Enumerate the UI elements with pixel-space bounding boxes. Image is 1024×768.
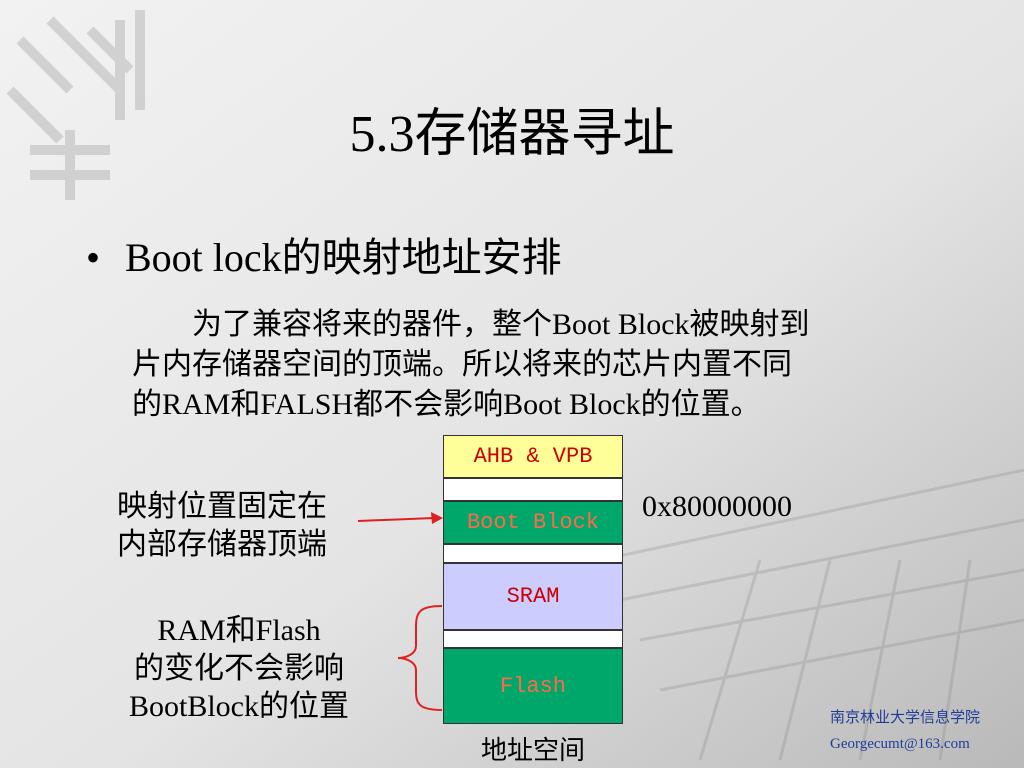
- paragraph-line: 片内存储器空间的顶端。所以将来的芯片内置不同: [132, 348, 792, 381]
- block-label: SRAM: [506, 584, 560, 609]
- note-line: RAM和Flash: [157, 614, 321, 647]
- footer-institution: 南京林业大学信息学院: [830, 709, 981, 726]
- address-label: 0x80000000: [642, 490, 792, 523]
- paragraph-line: 的RAM和FALSH都不会影响Boot Block的位置。: [132, 388, 761, 421]
- note-line: 内部存储器顶端: [117, 528, 327, 561]
- memory-block-gap: [443, 544, 623, 563]
- memory-block-boot-block: Boot Block: [443, 501, 623, 544]
- bullet-text: Boot lock的映射地址安排: [125, 235, 562, 280]
- note-line: 的变化不会影响: [134, 652, 344, 685]
- memory-block-flash: Flash: [443, 648, 623, 724]
- memory-block-sram: SRAM: [443, 563, 623, 630]
- memory-block-ahb-vpb: AHB & VPB: [443, 435, 623, 478]
- memory-block-gap: [443, 478, 623, 501]
- ram-flash-note: RAM和Flash 的变化不会影响 BootBlock的位置: [104, 612, 374, 726]
- body-paragraph: 为了兼容将来的器件，整个Boot Block被映射到 片内存储器空间的顶端。所以…: [132, 305, 922, 425]
- note-line: BootBlock的位置: [128, 690, 349, 723]
- bullet-marker: •: [86, 235, 101, 280]
- note-line: 映射位置固定在: [117, 490, 327, 523]
- paragraph-line: 为了兼容将来的器件，整个Boot Block被映射到: [132, 308, 810, 341]
- memory-map-caption: 地址空间: [480, 736, 585, 765]
- block-label: Boot Block: [466, 510, 600, 535]
- footer-email: Georgecumt@163.com: [830, 736, 970, 752]
- memory-block-gap: [443, 630, 623, 648]
- block-label: AHB & VPB: [473, 444, 593, 469]
- slide-title: 5.3存储器寻址: [349, 106, 675, 163]
- boot-block-note: 映射位置固定在 内部存储器顶端: [96, 488, 348, 564]
- block-label: Flash: [499, 673, 566, 699]
